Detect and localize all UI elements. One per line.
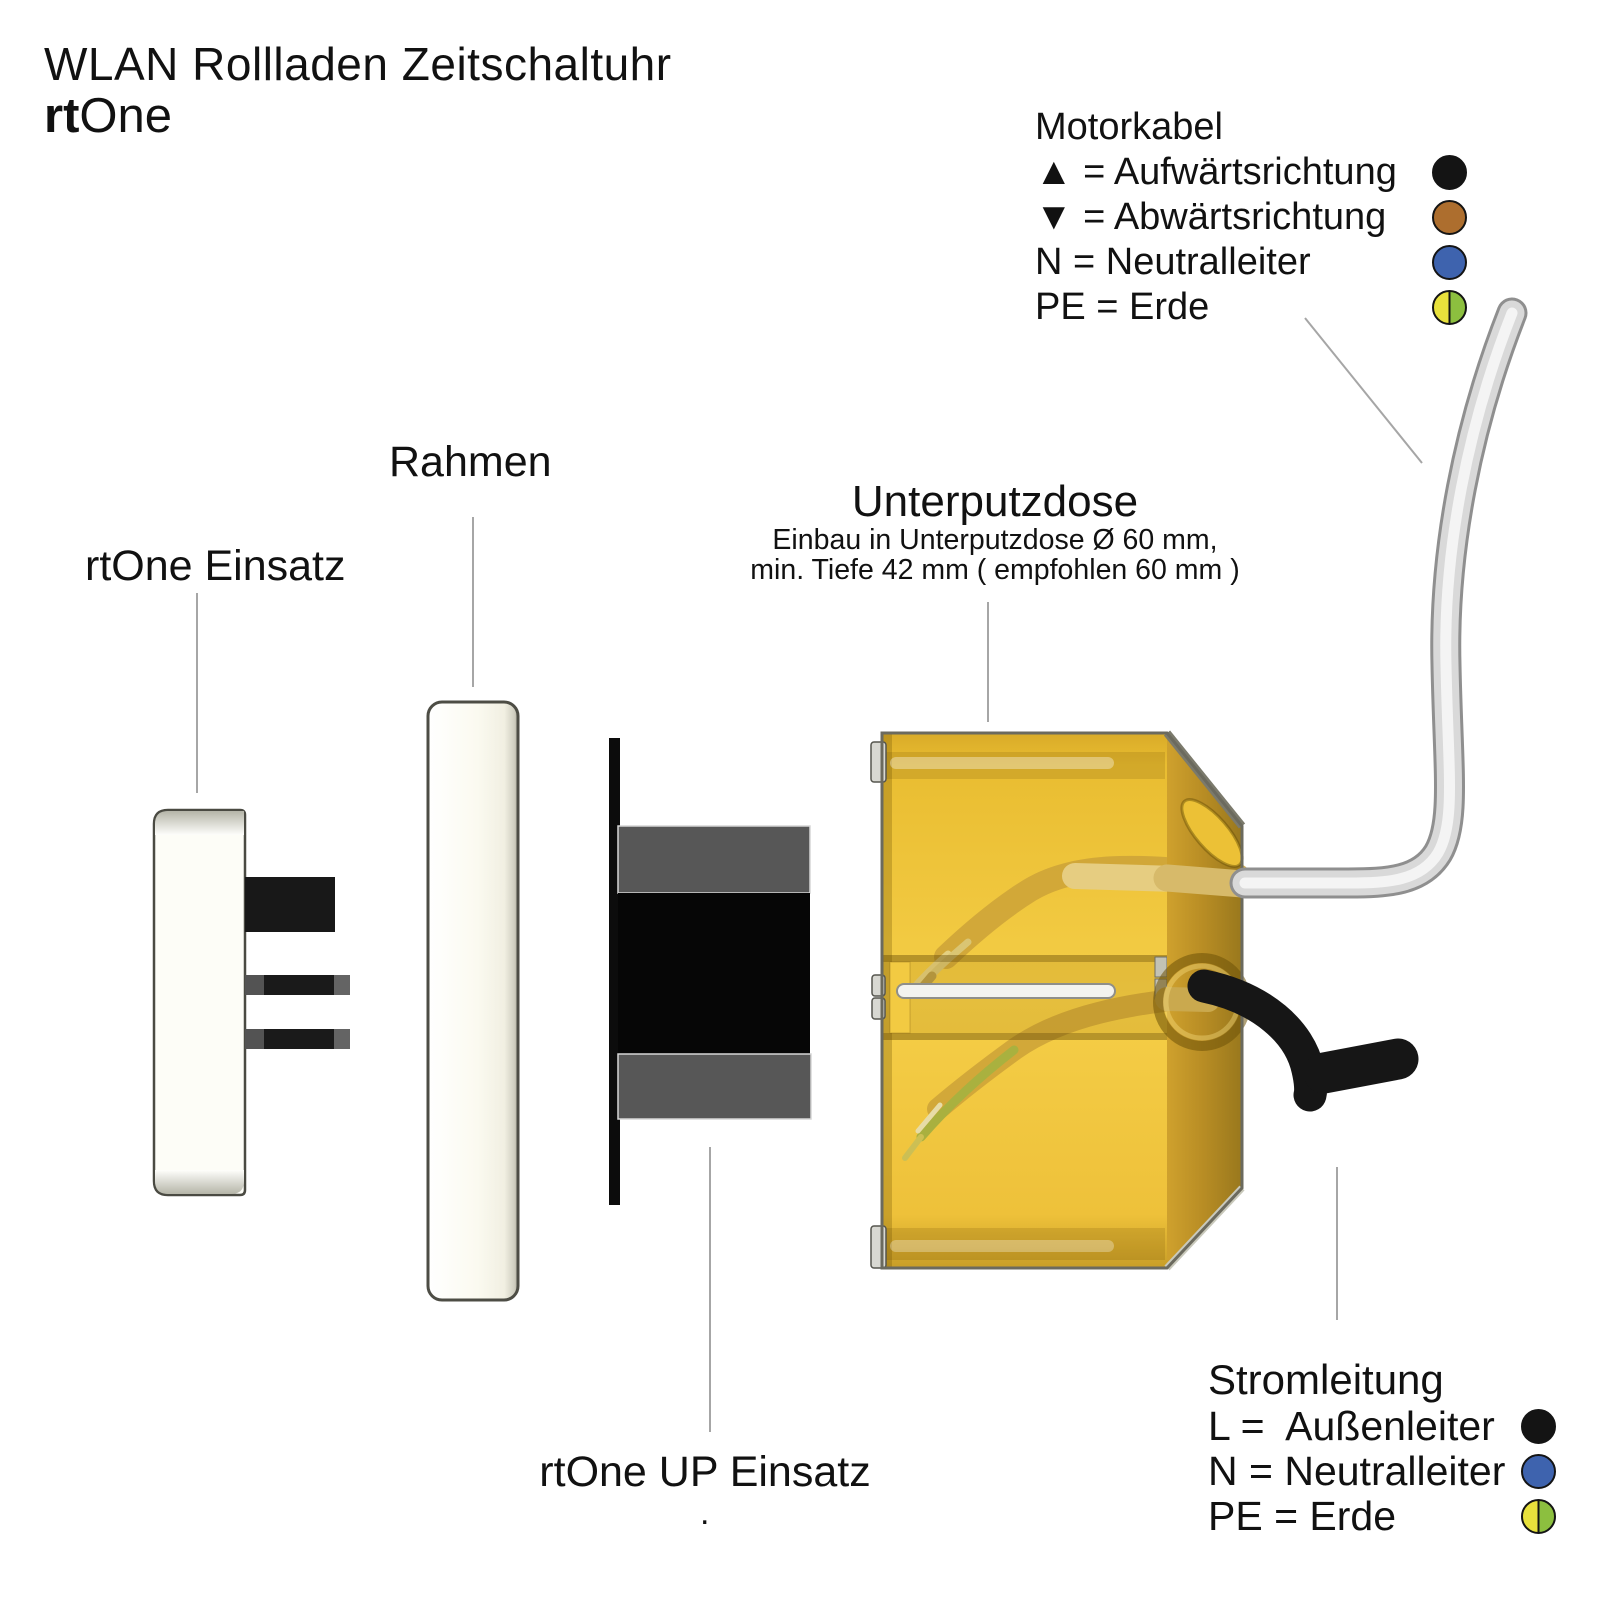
device-bottom-edge: [155, 1170, 244, 1194]
flush-box-clip-bottom: [870, 1225, 887, 1269]
up-einsatz-device: [609, 738, 812, 1205]
legend-row: PE = Erde: [1208, 1493, 1556, 1539]
pe-wire: [916, 1045, 1019, 1142]
rtone-einsatz-device: [152, 808, 350, 1197]
brand-rest: One: [79, 88, 173, 143]
flush-box-bottom-band: [884, 1228, 1165, 1260]
up-insert-top-block: [617, 825, 811, 894]
label-up-einsatz-dot: .: [700, 1494, 710, 1532]
device-body: [152, 808, 247, 1197]
flush-box-channel-bottom-line: [883, 1033, 1167, 1040]
power-cable-end: [1303, 1038, 1419, 1094]
legend-row: PE = Erde: [1035, 285, 1467, 330]
pe-wire-tip: [902, 1134, 924, 1161]
flush-box-bottom-band-highlight: [890, 1240, 1114, 1252]
unterputzdose-title: Unterputzdose: [851, 477, 1139, 526]
frame-slab: [426, 700, 520, 1302]
device-pin-bar-lower: [245, 1029, 350, 1049]
flush-box-channel-top-line: [883, 955, 1167, 962]
legend-row-label: ▼ = Abwärtsrichtung: [1035, 196, 1387, 238]
legend-row-label: PE = Erde: [1208, 1493, 1397, 1539]
wire-swatch-pe-yellow-green: [1432, 290, 1467, 325]
device-connector-block: [245, 877, 335, 932]
wire-swatch-line-black: [1521, 1409, 1556, 1444]
legend-row: ▲ = Aufwärtsrichtung: [1035, 150, 1467, 195]
motor-cable-legend: Motorkabel ▲ = Aufwärtsrichtung ▼ = Abwä…: [1035, 104, 1467, 330]
device-top-edge: [155, 811, 244, 835]
flush-box-left-edge: [882, 733, 892, 1268]
wire-swatch-down-brown: [1432, 200, 1467, 235]
flush-box-clip-top: [870, 741, 887, 783]
motor-cable: [1229, 297, 1528, 899]
brand-bold: rt: [44, 88, 80, 143]
label-rtone-einsatz: rtOne Einsatz: [85, 542, 346, 590]
motor-legend-title: Motorkabel: [1035, 106, 1223, 148]
device-pin-bar-upper: [245, 975, 350, 995]
power-legend-title: Stromleitung: [1208, 1356, 1444, 1403]
flush-box-top-band-highlight: [890, 757, 1114, 769]
wire-swatch-up-black: [1432, 155, 1467, 190]
brand-name: rtOne: [44, 88, 672, 143]
leader-line-motorkabel: [1304, 317, 1423, 464]
up-insert-body-block: [618, 893, 810, 1054]
power-cable: [1187, 969, 1419, 1112]
flush-box: [870, 730, 1257, 1271]
legend-row-label: N = Neutralleiter: [1208, 1448, 1506, 1494]
label-up-einsatz: rtOne UP Einsatz: [539, 1448, 871, 1496]
legend-row-label: N = Neutralleiter: [1035, 241, 1311, 283]
flush-box-metal-rod: [896, 983, 1116, 999]
legend-row-label: L = Außenleiter: [1208, 1403, 1495, 1449]
label-unterputzdose: Unterputzdose Einbau in Unterputzdose Ø …: [715, 477, 1275, 587]
leader-lines: [196, 317, 1423, 1432]
up-insert-bottom-block: [617, 1053, 812, 1120]
flush-box-oval-knockout: [1180, 798, 1244, 868]
flush-box-top-band: [884, 752, 1165, 779]
wire-swatch-neutral-blue: [1521, 1454, 1556, 1489]
legend-row: N = Neutralleiter: [1208, 1448, 1556, 1494]
page-title: WLAN Rollladen Zeitschaltuhr rtOne: [44, 38, 672, 142]
wire-swatch-neutral-blue: [1432, 245, 1467, 280]
title-line: WLAN Rollladen Zeitschaltuhr: [44, 38, 672, 90]
up-insert-plate: [609, 738, 620, 1205]
unterputzdose-spec-2: min. Tiefe 42 mm ( empfohlen 60 mm ): [750, 554, 1240, 587]
internal-wire-lower-strand: [915, 1102, 943, 1134]
legend-row: L = Außenleiter: [1208, 1403, 1556, 1449]
wire-swatch-pe-yellow-green: [1521, 1499, 1556, 1534]
flush-box-outline: [880, 731, 1244, 1270]
legend-row-label: ▲ = Aufwärtsrichtung: [1035, 151, 1397, 193]
legend-row-label: PE = Erde: [1035, 286, 1210, 328]
label-rahmen: Rahmen: [389, 438, 552, 486]
power-line-legend: Stromleitung L = Außenleiter N = Neutral…: [1208, 1356, 1556, 1539]
legend-row: N = Neutralleiter: [1035, 240, 1467, 285]
unterputzdose-spec-1: Einbau in Unterputzdose Ø 60 mm,: [772, 524, 1218, 557]
legend-row: ▼ = Abwärtsrichtung: [1035, 195, 1467, 240]
